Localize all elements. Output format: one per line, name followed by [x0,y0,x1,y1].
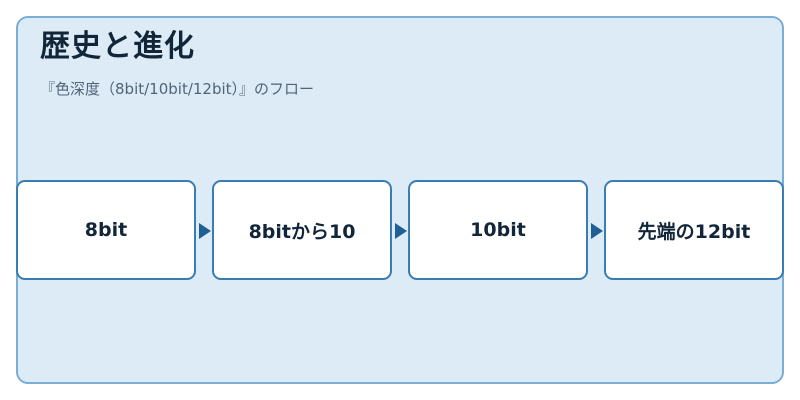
flow-step-label: 10bit [470,219,526,241]
page-title: 歴史と進化 [40,29,195,64]
flow-step-label: 8bitから10 [248,220,356,243]
flow-step-10bit: 10bit [408,180,588,280]
flow-step-8bit: 8bit [16,180,196,280]
arrow-right-icon [591,223,603,239]
arrow-right-icon [199,223,211,239]
page-subtitle: 『色深度（8bit/10bit/12bit）』のフロー [40,80,315,98]
flow-step-8bit-to-10: 8bitから10 [212,180,392,280]
flow-step-label: 8bit [84,219,128,241]
arrow-right-icon [395,223,407,239]
flow-step-label: 先端の12bit [637,220,751,243]
flow-step-12bit: 先端の12bit [604,180,784,280]
flow-diagram: 8bit 8bitから10 10bit 先端の12bit [16,180,784,280]
